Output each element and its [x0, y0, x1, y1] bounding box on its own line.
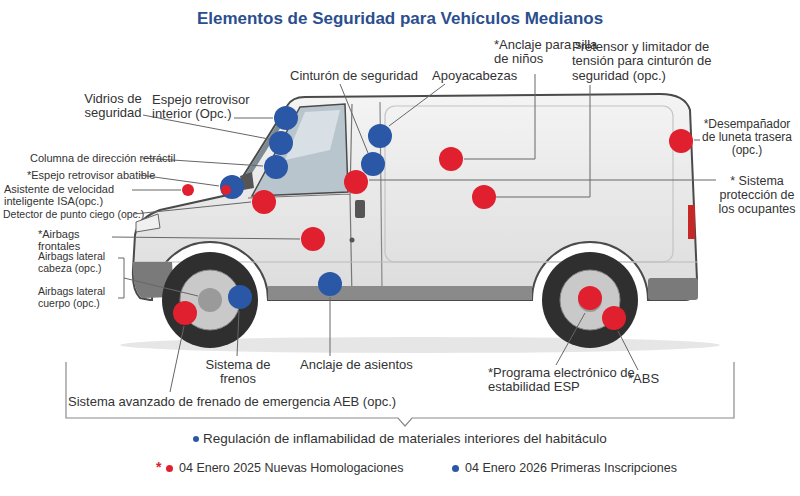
part-label: * Sistema protección de los ocupantes	[717, 175, 797, 216]
part-label: Detector de punto ciego (opc.)	[3, 209, 144, 221]
part-label: *ABS	[628, 372, 659, 386]
door-lock	[350, 238, 355, 243]
leader-lines	[112, 74, 716, 392]
part-label: Pretensor y limitador de tensión para ci…	[572, 40, 740, 83]
front-wheel	[162, 252, 258, 348]
asterisk-mark: *	[156, 460, 161, 475]
bullet	[193, 436, 199, 442]
blue-markers	[220, 106, 392, 309]
part-label: Asistente de velocidad inteligente ISA(o…	[4, 183, 134, 207]
note: Regulación de inflamabilidad de material…	[203, 432, 607, 447]
door-line	[248, 104, 352, 298]
part-label: Airbags lateral cabeza (opc.)	[38, 251, 118, 274]
part-label: Espejo retrovisor interior (Opc.)	[152, 93, 264, 122]
part-label: *Desempañador de luneta trasera (opc.)	[697, 118, 797, 158]
part-label: Cinturón de seguridad	[290, 69, 418, 83]
part-label: *Espejo retrovisor abatible	[27, 169, 155, 181]
part-label: Sistema avanzado de frenado de emergenci…	[68, 395, 396, 409]
part-label: Sistema de frenos	[198, 358, 278, 387]
title: Elementos de Seguridad para Vehículos Me…	[0, 9, 800, 29]
legend-entry: 04 Enero 2025 Nuevas Homologaciones	[166, 461, 403, 475]
side-panel	[385, 106, 673, 262]
part-label: Columna de dirección retráctil	[30, 152, 176, 164]
part-label: Apoyacabezas	[432, 69, 517, 83]
legend-text: 04 Enero 2026 Primeras Inscripciones	[465, 461, 677, 475]
legend-swatch	[452, 465, 459, 472]
red-markers	[173, 129, 693, 330]
part-label: Vidrios de seguridad	[82, 92, 144, 121]
tail-light	[688, 205, 695, 239]
legend-swatch	[166, 465, 173, 472]
part-label: Airbags lateral cuerpo (opc.)	[38, 286, 116, 309]
legend-entry: 04 Enero 2026 Primeras Inscripciones	[452, 461, 677, 475]
door-handle	[355, 200, 365, 218]
legend-text: 04 Enero 2025 Nuevas Homologaciones	[179, 461, 403, 475]
part-label: Anclaje de asientos	[300, 358, 413, 372]
rear-bumper	[648, 278, 698, 300]
rear-wheel	[542, 252, 638, 348]
side-skirt	[268, 286, 532, 300]
part-label: *Airbags frontales	[38, 228, 110, 252]
